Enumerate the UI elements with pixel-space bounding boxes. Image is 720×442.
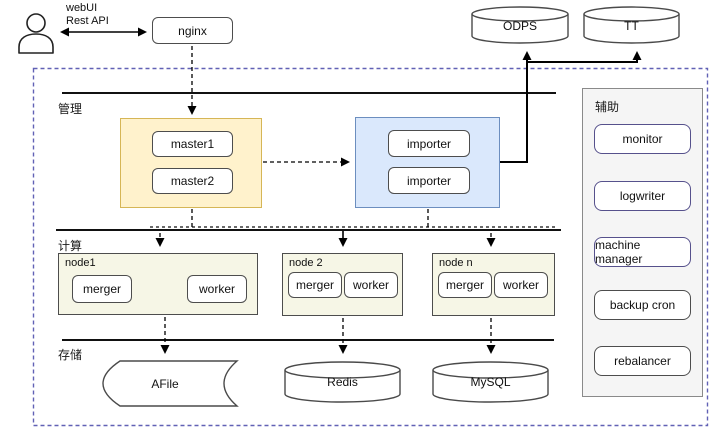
tt-cylinder — [583, 6, 680, 44]
monitor-box: monitor — [594, 124, 691, 154]
machine-manager-box: machine manager — [594, 237, 691, 267]
node2-merger-box: merger — [288, 272, 342, 298]
backup-cron-label: backup cron — [609, 298, 676, 312]
afile-shape — [102, 360, 239, 407]
node2-worker-box: worker — [344, 272, 398, 298]
restapi-label: Rest API — [66, 15, 109, 27]
master1-box: master1 — [152, 131, 233, 157]
logwriter-box: logwriter — [594, 181, 691, 211]
odps-cylinder — [471, 6, 569, 44]
importer1-label: importer — [406, 136, 451, 151]
nginx-label: nginx — [178, 23, 207, 38]
section-label-management: 管理 — [58, 102, 83, 116]
node1-title: node1 — [65, 257, 96, 269]
node2-title: node 2 — [289, 257, 323, 269]
master1-label: master1 — [170, 137, 215, 151]
importer2-box: importer — [388, 167, 470, 194]
section-label-storage: 存储 — [58, 348, 83, 362]
logwriter-label: logwriter — [619, 189, 666, 203]
noden-worker-label: worker — [502, 278, 539, 292]
section-label-compute: 计算 — [58, 239, 83, 253]
api-label: webUI Rest API — [66, 2, 109, 28]
importer-to-odps-arrow — [500, 51, 532, 163]
auxiliary-label: 辅助 — [595, 100, 620, 114]
node1-merger-box: merger — [72, 275, 132, 303]
nginx-box: nginx — [152, 17, 233, 44]
node2-worker-label: worker — [352, 278, 389, 292]
noden-title: node n — [439, 257, 473, 269]
backup-cron-box: backup cron — [594, 290, 691, 320]
importer2-label: importer — [406, 173, 451, 188]
master2-box: master2 — [152, 168, 233, 194]
node2-merger-label: merger — [295, 278, 334, 292]
person-icon — [18, 13, 54, 54]
machine-manager-label: machine manager — [595, 238, 643, 266]
redis-cylinder — [284, 361, 401, 403]
importer1-box: importer — [388, 130, 470, 157]
node1-worker-box: worker — [187, 275, 247, 303]
noden-merger-box: merger — [438, 272, 492, 298]
noden-worker-box: worker — [494, 272, 548, 298]
master2-label: master2 — [170, 174, 215, 188]
monitor-label: monitor — [622, 132, 663, 146]
rebalancer-box: rebalancer — [594, 346, 691, 376]
noden-merger-label: merger — [445, 278, 484, 292]
mysql-cylinder — [432, 361, 549, 403]
odps-to-tt-branch-arrow — [527, 51, 642, 63]
node1-merger-label: merger — [82, 282, 121, 296]
node1-worker-label: worker — [198, 282, 235, 296]
webui-label: webUI — [66, 2, 98, 14]
rebalancer-label: rebalancer — [614, 354, 671, 368]
container-dashed-border — [32, 67, 709, 427]
